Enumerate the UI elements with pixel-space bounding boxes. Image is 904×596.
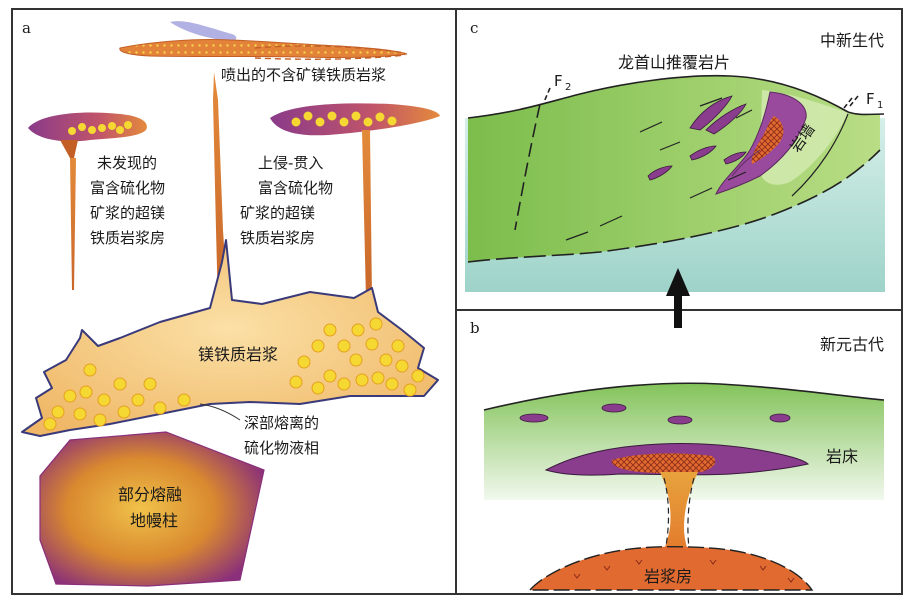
panel-c-era: 中新生代 [820, 31, 884, 50]
mafic-magma-label: 镁铁质岩浆 [198, 345, 278, 364]
fault-f2-label: F [554, 72, 563, 90]
sulfide-liquid-line2: 硫化物液相 [244, 439, 319, 457]
mantle-plume-line2: 地幔柱 [130, 511, 178, 530]
sulfide-liquid-line1: 深部熔离的 [244, 414, 319, 432]
magma-chamber-label: 岩浆房 [644, 567, 692, 586]
intruded-chamber-line4: 铁质岩浆房 [240, 229, 315, 247]
fault-f2-subscript: 2 [565, 82, 571, 93]
panel-c-letter: c [470, 19, 478, 37]
panel-a-letter: a [22, 19, 31, 37]
sill-label: 岩床 [826, 447, 858, 466]
fault-f1-label: F [866, 90, 875, 108]
panel-b-era: 新元古代 [820, 335, 884, 354]
undiscovered-chamber-line4: 铁质岩浆房 [90, 229, 165, 247]
mantle-plume-line1: 部分熔融 [118, 485, 182, 504]
undiscovered-chamber-line2: 富含硫化物 [90, 179, 165, 197]
panel-b-letter: b [470, 319, 480, 337]
intruded-chamber-line3: 矿浆的超镁 [240, 204, 315, 222]
undiscovered-chamber-line3: 矿浆的超镁 [90, 204, 165, 222]
intruded-chamber-line1: 上侵-贯入 [258, 154, 323, 172]
undiscovered-chamber-line1: 未发现的 [97, 154, 157, 172]
fault-f1-subscript: 1 [877, 100, 883, 111]
intruded-chamber-line2: 富含硫化物 [258, 179, 333, 197]
erupted-magma-label: 喷出的不含矿镁铁质岩浆 [221, 66, 386, 84]
thrust-sheet-label: 龙首山推覆岩片 [618, 53, 730, 72]
